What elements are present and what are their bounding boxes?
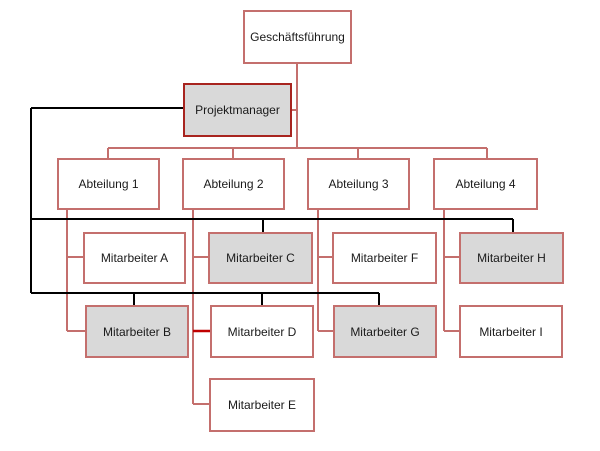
node-projektmanager: Projektmanager	[183, 83, 292, 137]
node-mitarbeiter-i: Mitarbeiter I	[459, 305, 563, 358]
node-mitarbeiter-d-label: Mitarbeiter D	[227, 324, 297, 339]
node-mitarbeiter-a: Mitarbeiter A	[83, 232, 186, 284]
node-abteilung-1: Abteilung 1	[57, 158, 160, 210]
node-abteilung-3: Abteilung 3	[307, 158, 410, 210]
node-abteilung-4-label: Abteilung 4	[455, 177, 516, 191]
node-mitarbeiter-g-label: Mitarbeiter G	[350, 324, 420, 339]
node-abteilung-2: Abteilung 2	[182, 158, 285, 210]
node-mitarbeiter-f: Mitarbeiter F	[332, 232, 437, 284]
node-mitarbeiter-a-label: Mitarbeiter A	[100, 251, 169, 265]
node-abteilung-1-label: Abteilung 1	[78, 177, 139, 191]
node-mitarbeiter-i-label: Mitarbeiter I	[479, 324, 543, 339]
node-mitarbeiter-b: Mitarbeiter B	[85, 305, 189, 358]
node-mitarbeiter-c: Mitarbeiter C	[208, 232, 313, 284]
node-mitarbeiter-g: Mitarbeiter G	[333, 305, 437, 358]
node-abteilung-3-label: Abteilung 3	[328, 177, 389, 191]
node-abteilung-2-label: Abteilung 2	[203, 177, 264, 191]
node-abteilung-4: Abteilung 4	[433, 158, 538, 210]
node-mitarbeiter-c-label: Mitarbeiter C	[226, 251, 295, 265]
node-mitarbeiter-f-label: Mitarbeiter F	[350, 251, 419, 265]
node-mitarbeiter-e-label: Mitarbeiter E	[227, 398, 297, 412]
node-mitarbeiter-h-label: Mitarbeiter H	[477, 251, 546, 265]
node-geschaeftsfuehrung-label: Geschäftsführung	[250, 30, 345, 44]
node-geschaeftsfuehrung: Geschäftsführung	[243, 10, 352, 64]
node-mitarbeiter-d: Mitarbeiter D	[210, 305, 314, 358]
node-mitarbeiter-b-label: Mitarbeiter B	[102, 324, 172, 339]
node-mitarbeiter-h: Mitarbeiter H	[459, 232, 564, 284]
node-projektmanager-label: Projektmanager	[195, 103, 280, 117]
node-mitarbeiter-e: Mitarbeiter E	[209, 378, 315, 432]
